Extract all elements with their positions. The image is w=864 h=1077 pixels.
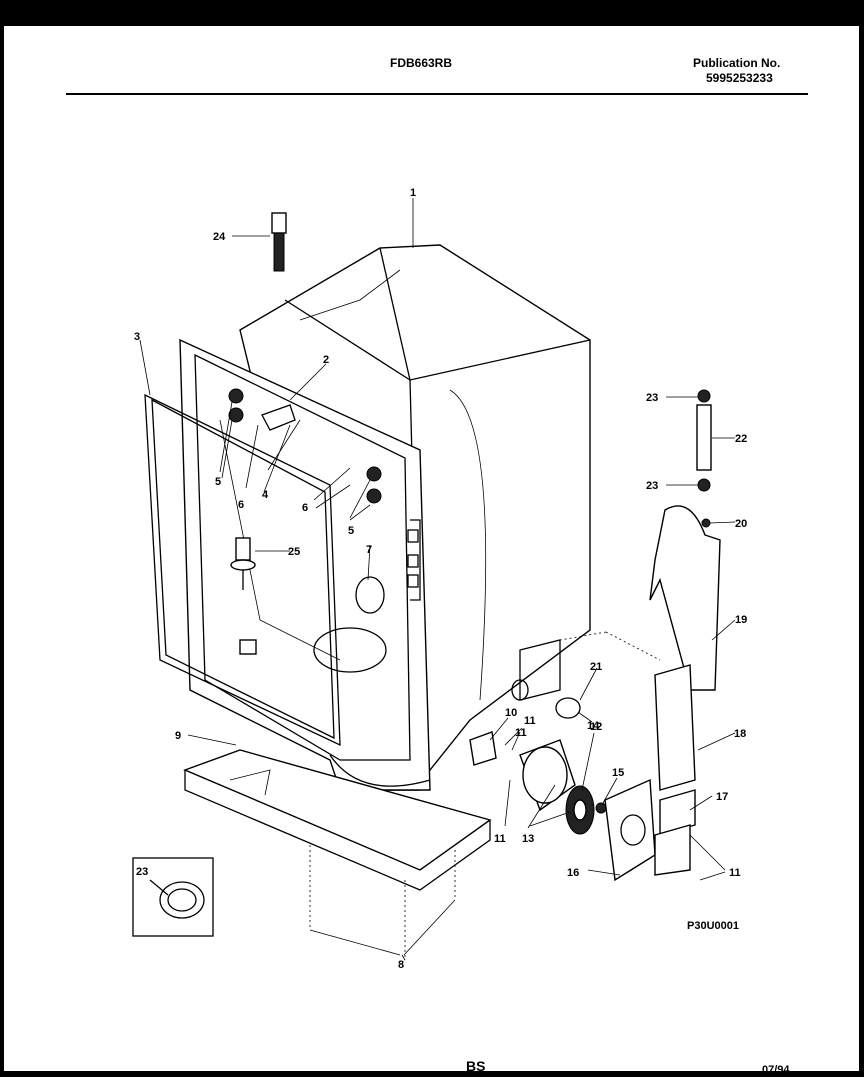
callout-8: 8 xyxy=(398,959,404,971)
door-gasket xyxy=(144,393,341,747)
callout-17: 17 xyxy=(716,791,728,803)
callout-20: 20 xyxy=(735,518,747,530)
vent-fill-assembly xyxy=(559,505,721,876)
callout-4: 4 xyxy=(262,489,269,501)
inset-clamp xyxy=(132,857,214,937)
callout-14: 14 xyxy=(587,720,600,732)
callout-5a: 5 xyxy=(215,476,221,488)
sump-gasket-ring xyxy=(555,697,581,719)
callout-15: 15 xyxy=(612,767,624,779)
pump-motor-assembly xyxy=(469,731,656,882)
rack-rollers xyxy=(228,388,382,504)
scan-border-bottom xyxy=(0,1071,864,1077)
callout-23b: 23 xyxy=(646,480,658,492)
diagram-code: P30U0001 xyxy=(687,920,739,932)
leveling-leg xyxy=(271,212,287,272)
callout-19: 19 xyxy=(735,614,747,626)
callout-23a: 23 xyxy=(646,392,658,404)
thermostat xyxy=(230,537,256,590)
scan-border-left xyxy=(0,26,4,1077)
callout-21: 21 xyxy=(590,661,602,673)
base-plate xyxy=(183,749,492,960)
callout-2: 2 xyxy=(323,354,329,366)
callout-24: 24 xyxy=(213,231,226,243)
vent-hose xyxy=(696,389,712,528)
callout-16: 16 xyxy=(567,867,579,879)
callout-23-inset: 23 xyxy=(136,866,148,878)
callout-25: 25 xyxy=(288,546,300,558)
publication-number: 5995253233 xyxy=(706,71,773,85)
callout-18: 18 xyxy=(734,728,746,740)
callout-6a: 6 xyxy=(238,499,244,511)
date-code: 07/94 xyxy=(762,1064,790,1076)
callout-11a: 11 xyxy=(524,715,536,727)
publication-label: Publication No. xyxy=(693,56,781,70)
page-code: BS xyxy=(466,1058,486,1074)
header-rule xyxy=(66,93,808,95)
callout-11d: 11 xyxy=(515,727,527,739)
callout-5b: 5 xyxy=(348,525,354,537)
callout-13: 13 xyxy=(522,833,534,845)
callout-1: 1 xyxy=(410,187,416,199)
callout-11c: 11 xyxy=(729,867,741,879)
callout-22: 22 xyxy=(735,433,747,445)
callout-7: 7 xyxy=(366,544,372,556)
callout-12: 12 xyxy=(590,721,602,733)
callout-9: 9 xyxy=(175,730,181,742)
model-number: FDB663RB xyxy=(390,56,453,70)
scan-border-right xyxy=(859,26,864,1077)
callout-11b: 11 xyxy=(494,833,506,845)
callout-10: 10 xyxy=(505,707,517,719)
scan-border-top xyxy=(0,0,864,26)
callout-labels: 1 2 3 4 5 5 6 6 7 8 9 10 11 11 11 11 12 … xyxy=(134,187,747,971)
callout-3: 3 xyxy=(134,331,140,343)
heater-element xyxy=(239,639,257,655)
callout-6b: 6 xyxy=(302,502,308,514)
leader-lines xyxy=(139,198,736,961)
